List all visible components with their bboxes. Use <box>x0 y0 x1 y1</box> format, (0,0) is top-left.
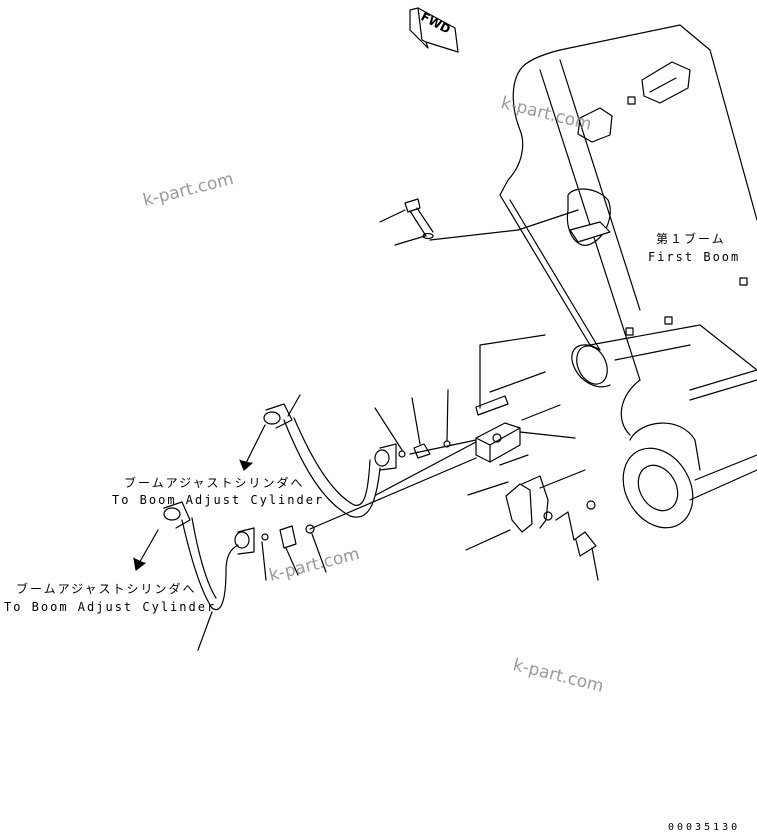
arrow-to-cylinder-upper-icon <box>239 424 266 471</box>
elbow-fittings <box>465 469 599 581</box>
hose-lower <box>163 457 477 651</box>
cylinder-label-upper-jp: ブームアジャストシリンダへ <box>124 476 305 490</box>
cylinder-label-lower-en: To Boom Adjust Cylinder <box>4 600 217 614</box>
drawing-code: 00035130 <box>668 822 741 833</box>
hose-upper <box>263 394 477 518</box>
arrow-to-cylinder-lower-icon <box>133 529 159 571</box>
fwd-arrow-icon <box>409 7 459 53</box>
fittings-upper <box>374 389 477 459</box>
bolt-part <box>379 198 579 246</box>
first-boom-label-jp: 第１ブーム <box>656 232 726 246</box>
cylinder-label-upper-en: To Boom Adjust Cylinder <box>112 493 325 507</box>
manifold-block <box>475 334 576 466</box>
first-boom <box>499 24 757 529</box>
cylinder-label-lower-jp: ブームアジャストシリンダへ <box>16 582 197 596</box>
first-boom-label-en: First Boom <box>648 250 741 264</box>
